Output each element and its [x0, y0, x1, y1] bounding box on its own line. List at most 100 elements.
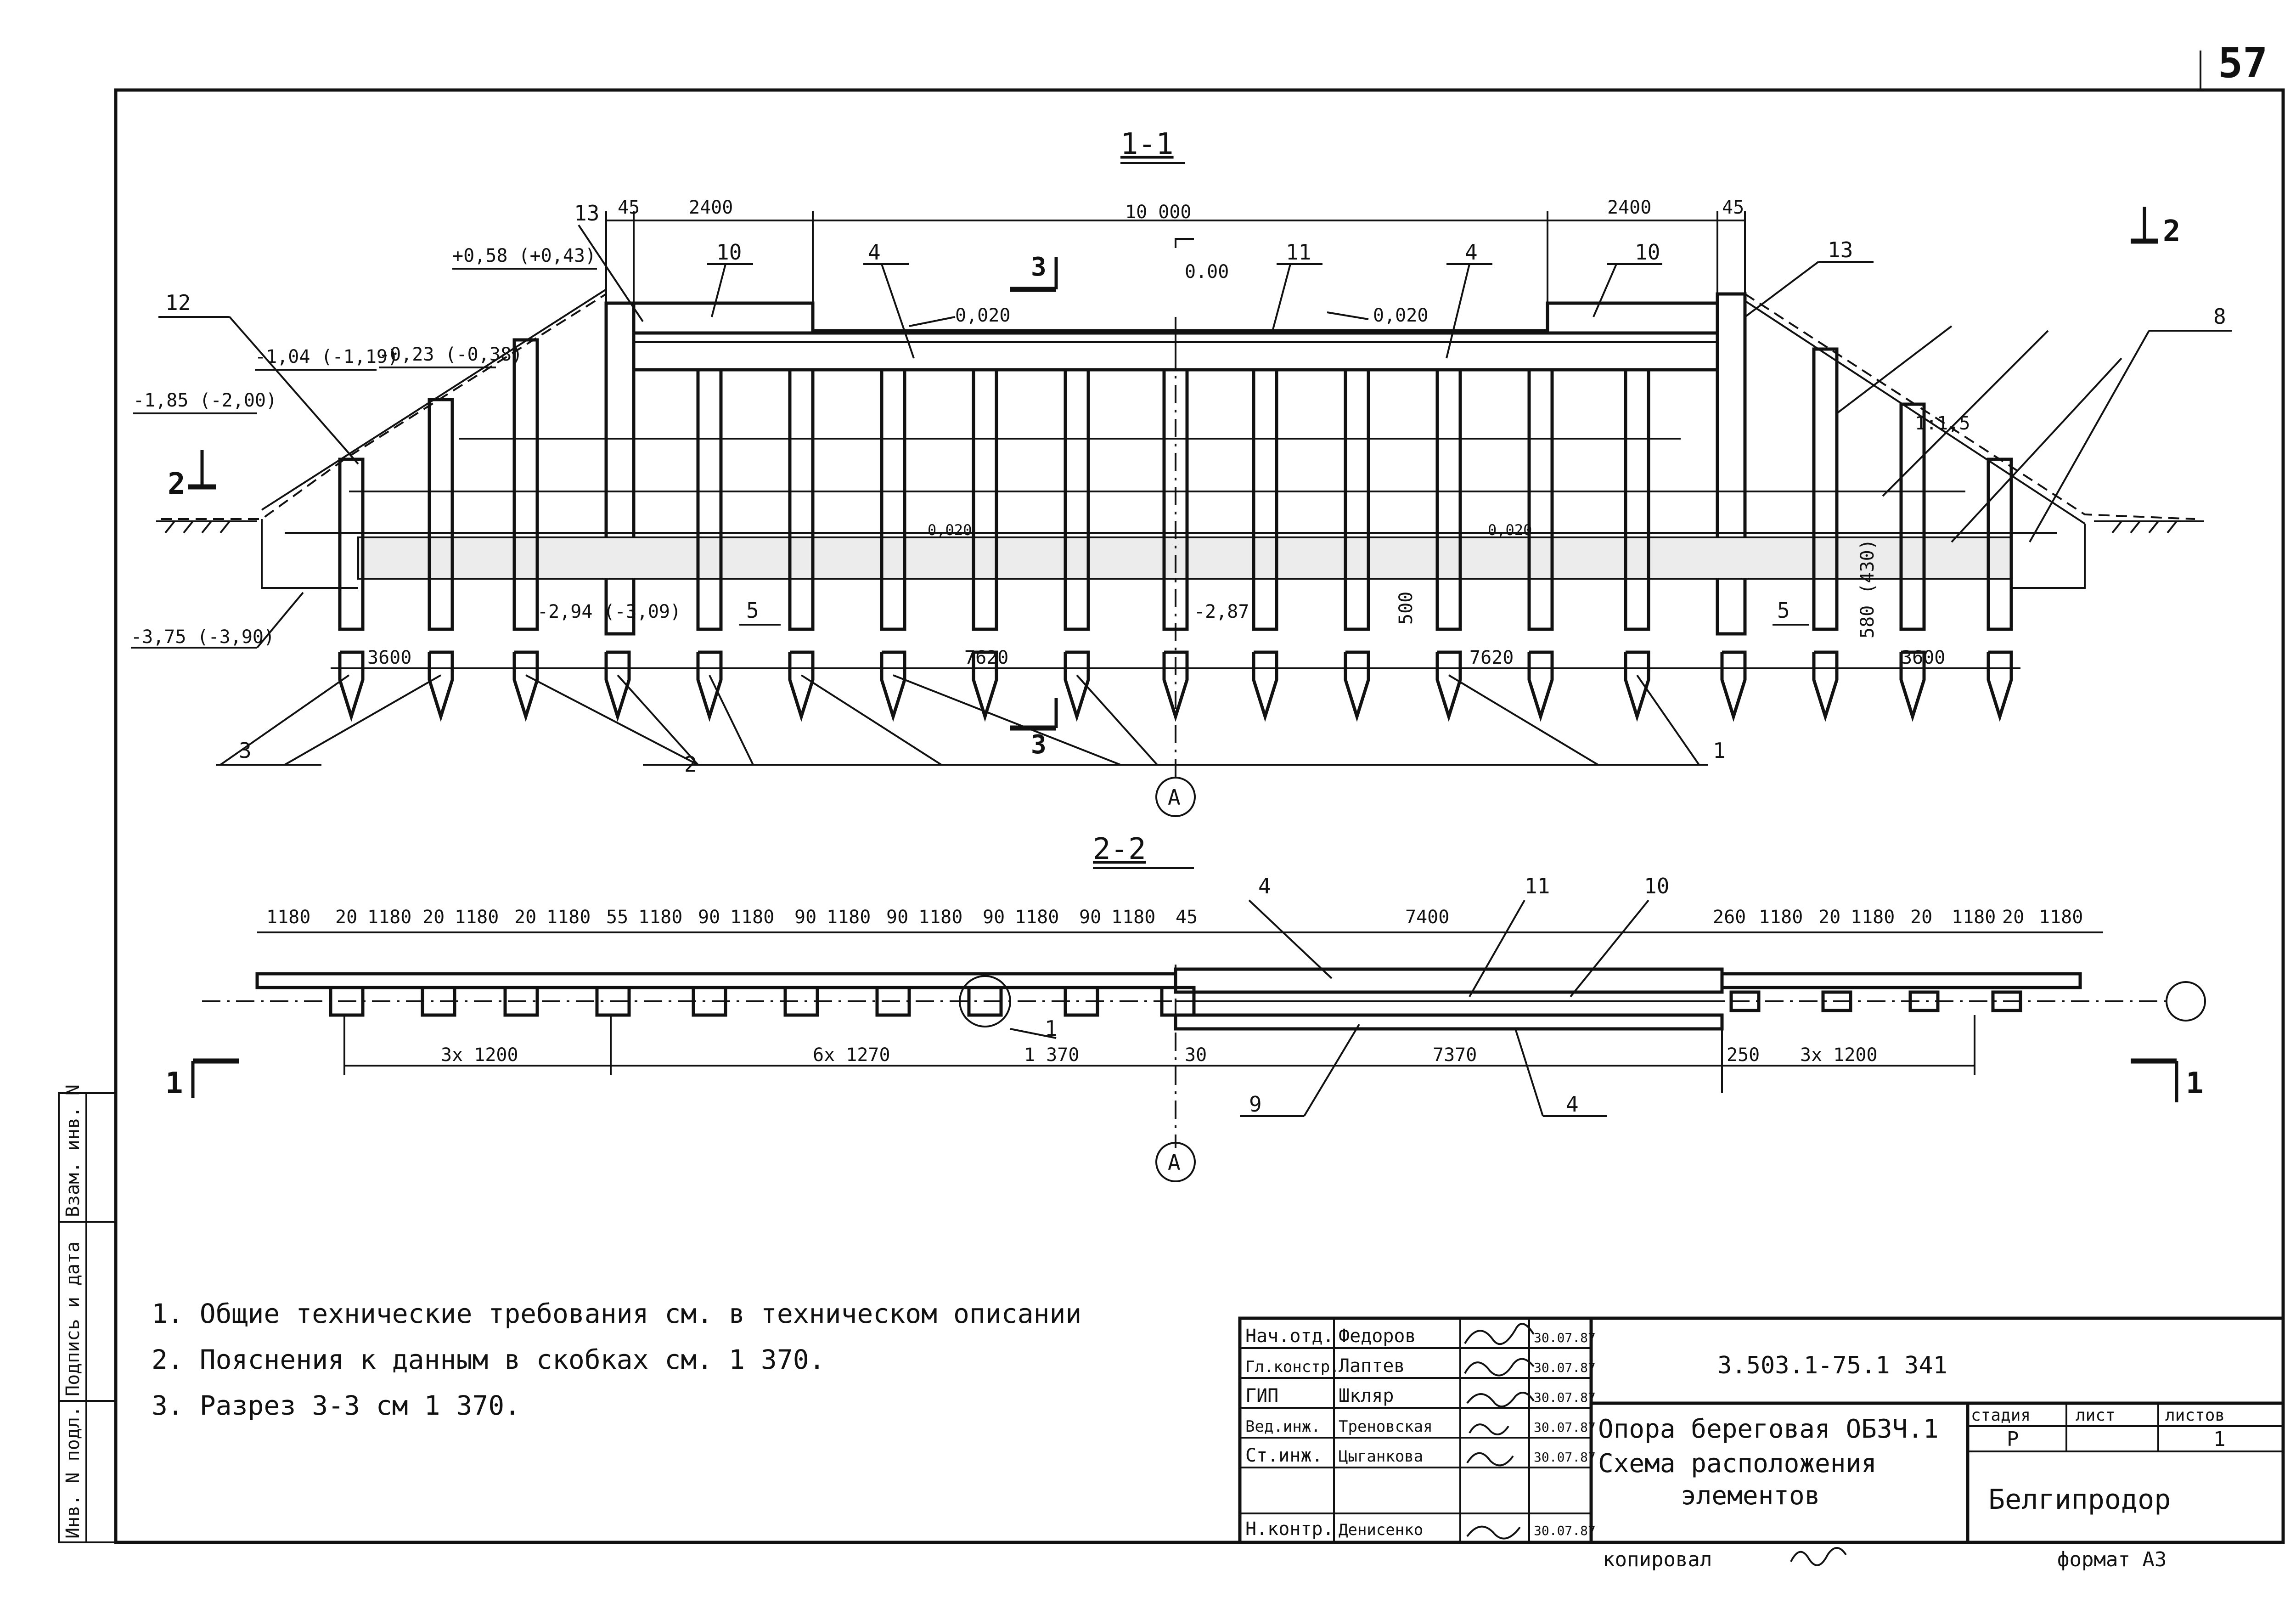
level-0-23: -0,23 (-0,38) — [379, 344, 523, 365]
tb-name-4: Цыганкова — [1339, 1447, 1423, 1466]
pile-head — [875, 986, 911, 1017]
signature — [1464, 1323, 1535, 1345]
slope-embankment: 1:1,5 — [1915, 413, 1970, 434]
general-notes: 1. Общие технические требования см. в те… — [152, 1298, 1081, 1421]
pile — [1527, 368, 1554, 631]
dim-7620-right: 7620 — [1469, 647, 1514, 668]
svg-text:90: 90 — [794, 907, 816, 928]
stamp-sign-label: Подпись и дата — [62, 1242, 84, 1396]
level-1-04: -1,04 (-1,19) — [255, 346, 399, 367]
pavement-profile — [634, 301, 1717, 333]
svg-text:20: 20 — [335, 907, 357, 928]
signature — [1466, 1525, 1521, 1540]
signature — [1469, 1423, 1509, 1435]
tb-name-2: Шкляр — [1339, 1385, 1394, 1406]
mark-10-left: 10 — [716, 240, 742, 265]
concrete-footing-band — [357, 536, 2012, 580]
backwall-right — [1716, 292, 1747, 636]
pile — [880, 368, 906, 631]
pile — [428, 398, 454, 631]
tb-date-3: 30.07.87 — [1534, 1420, 1596, 1435]
mark-2: 2 — [684, 752, 697, 777]
svg-text:1180: 1180 — [1015, 907, 1059, 928]
pile-head — [421, 986, 456, 1017]
svg-text:90: 90 — [983, 907, 1005, 928]
pile — [1624, 368, 1650, 631]
section-2-2-title: 2-2 — [1093, 832, 1146, 866]
page-number: 57 — [2218, 39, 2268, 87]
svg-text:90: 90 — [1079, 907, 1101, 928]
note-1: 1. Общие технические требования см. в те… — [152, 1298, 1081, 1329]
mark-10-right: 10 — [1635, 240, 1660, 265]
svg-text:20: 20 — [514, 907, 536, 928]
height-500: 500 — [1396, 592, 1417, 625]
side-stamp: Инв. N подл. Подпись и дата Взам. инв. N — [58, 1084, 117, 1543]
level-1-85: -1,85 (-2,00) — [133, 390, 277, 411]
tb-date-0: 30.07.87 — [1534, 1330, 1596, 1345]
tb-date-4: 30.07.87 — [1534, 1450, 1596, 1465]
backwall-left — [604, 301, 636, 636]
deck-strip-lower — [1174, 1013, 1724, 1031]
level-0-58: +0,58 (+0,43) — [452, 245, 596, 266]
format-label: формат А3 — [2057, 1548, 2167, 1571]
dim-2400-right: 2400 — [1607, 197, 1651, 218]
slope-bottom-left: 0,020 — [928, 521, 972, 539]
dim-250: 250 — [1727, 1044, 1760, 1066]
cut-marker-3-bottom: 3 — [1010, 698, 1058, 760]
axis-a-label-2-2: A — [1168, 1150, 1181, 1175]
mark-13-right: 13 — [1828, 237, 1853, 262]
svg-text:7400: 7400 — [1405, 907, 1449, 928]
pile-heads-2-2 — [329, 986, 2022, 1017]
svg-text:90: 90 — [698, 907, 720, 928]
mark-4-left: 4 — [868, 240, 881, 265]
dim-6x1270: 6x 1270 — [813, 1044, 890, 1066]
note-3: 3. Разрез 3-3 см 1 370. — [152, 1390, 520, 1421]
cut-1-label-left: 1 — [165, 1067, 183, 1101]
svg-text:20: 20 — [1818, 907, 1840, 928]
svg-text:1180: 1180 — [1851, 907, 1895, 928]
level-2-94: -2,94 (-3,09) — [537, 601, 681, 622]
cut-marker-1-left: 1 — [165, 1058, 239, 1101]
mark-12: 12 — [165, 290, 191, 315]
svg-text:20: 20 — [1910, 907, 1932, 928]
cut-marker-1-right: 1 — [2131, 1058, 2204, 1102]
pile-tips — [338, 650, 2013, 722]
sheet-header: лист — [2076, 1406, 2116, 1425]
tb-role-5: Н.контр. — [1245, 1518, 1334, 1540]
cut-3-label-top: 3 — [1031, 252, 1047, 282]
pile-head — [783, 986, 819, 1017]
pile — [1812, 347, 1839, 631]
cut-2-label-right: 2 — [2163, 214, 2181, 248]
dim-7620-left: 7620 — [964, 647, 1008, 668]
mark-13-left: 13 — [574, 201, 599, 226]
pile-head — [595, 986, 631, 1017]
pile — [512, 338, 539, 631]
slope-deck-right: 0,020 — [1373, 305, 1428, 326]
pile — [338, 457, 365, 631]
axis-a-marker-2-2 — [1155, 1142, 1196, 1182]
mark-4-top-2-2: 4 — [1258, 874, 1271, 898]
svg-text:45: 45 — [1176, 907, 1198, 928]
stage-value: Р — [2007, 1428, 2019, 1451]
slope-bottom-right: 0,020 — [1488, 521, 1532, 539]
mark-3: 3 — [239, 738, 252, 763]
axis-a-marker-1-1 — [1155, 777, 1196, 817]
dim-ref-1370: 1 370 — [1024, 1044, 1079, 1066]
pile-head — [329, 986, 365, 1017]
svg-text:1180: 1180 — [367, 907, 411, 928]
cut-2-label-left: 2 — [168, 467, 186, 501]
tb-role-3: Вед.инж. — [1245, 1417, 1321, 1436]
svg-text:90: 90 — [886, 907, 908, 928]
tb-date-5: 30.07.87 — [1534, 1523, 1596, 1538]
svg-text:1180: 1180 — [266, 907, 310, 928]
pile-head — [1064, 986, 1099, 1017]
dims-top-2-2: 1180 20 1180 20 1180 20 1180 55 1180 90 … — [266, 907, 2083, 928]
dim-2400-left: 2400 — [689, 197, 733, 218]
tb-date-1: 30.07.87 — [1534, 1360, 1596, 1375]
mark-11-2-2: 11 — [1525, 874, 1550, 898]
height-580: 580 (430) — [1857, 539, 1878, 638]
svg-text:1180: 1180 — [918, 907, 962, 928]
cut-marker-3-top: 3 — [1010, 252, 1058, 292]
pile — [1252, 368, 1278, 631]
svg-text:20: 20 — [422, 907, 445, 928]
